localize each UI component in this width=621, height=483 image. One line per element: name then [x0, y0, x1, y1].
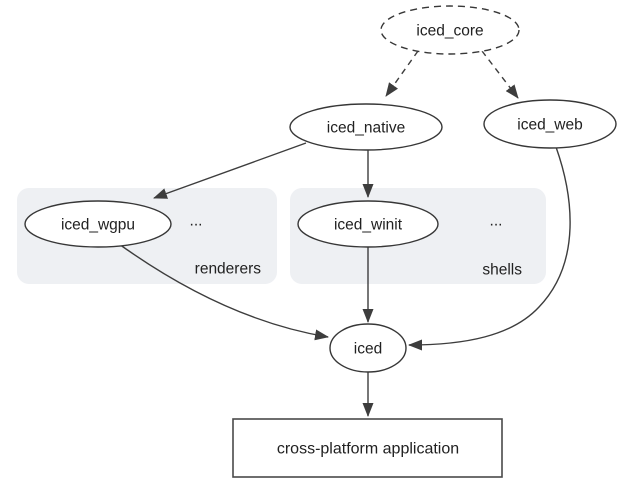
renderers-group-label: renderers [195, 261, 262, 278]
shells-group-label: shells [482, 262, 522, 279]
node-iced-label: iced [354, 341, 382, 358]
node-cross-platform-application-label: cross-platform application [277, 441, 459, 458]
edge-native-to-wgpu [153, 142, 307, 199]
node-iced-native [289, 103, 443, 151]
edge-core-to-native [385, 50, 419, 97]
node-iced-winit [297, 200, 439, 248]
node-iced-core-label: iced_core [416, 23, 483, 40]
node-iced [329, 323, 407, 373]
node-iced-wgpu-label: iced_wgpu [61, 217, 135, 234]
edge-web-to-iced [408, 146, 571, 351]
node-iced-winit-label: iced_winit [334, 217, 403, 234]
edge-core-to-web [481, 50, 519, 99]
renderers-ellipsis: ... [190, 213, 203, 230]
node-iced-native-label: iced_native [327, 120, 405, 137]
node-iced-web-label: iced_web [517, 117, 583, 134]
node-iced-wgpu [24, 200, 172, 248]
shells-ellipsis: ... [490, 213, 503, 230]
node-cross-platform-application [232, 418, 503, 478]
node-iced-core [380, 5, 520, 55]
edge-wgpu-to-iced [118, 243, 329, 341]
node-iced-web [483, 99, 617, 149]
